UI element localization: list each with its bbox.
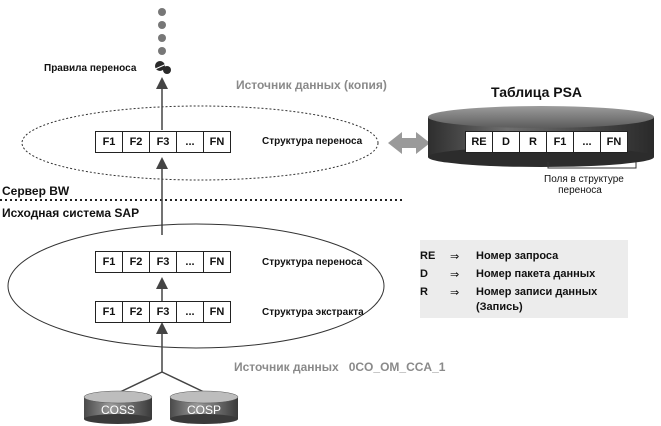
field-cell: FN <box>203 131 231 153</box>
field-cell: ... <box>176 131 204 153</box>
arrow-from-coss <box>119 371 163 393</box>
bw-server-label: Сервер BW <box>2 184 70 198</box>
extract-structure-label: Структура экстракта <box>262 307 364 318</box>
copy-datasource-ellipse <box>21 105 379 181</box>
field-cell: FN <box>203 301 231 323</box>
copy-datasource-label: Источник данных (копия) <box>236 78 387 92</box>
extract-structure: F1 F2 F3 ... FN <box>95 301 231 323</box>
field-cell: ... <box>176 301 204 323</box>
data-source-label: Источник данных 0CO_OM_CCA_1 <box>234 360 446 374</box>
psa-field-cell: FN <box>600 131 628 153</box>
field-cell: F1 <box>95 251 123 273</box>
coss-database-icon <box>83 390 153 424</box>
legend-box: RE ⇒ Номер запроса D ⇒ Номер пакета данн… <box>420 240 628 318</box>
field-cell: F2 <box>122 131 150 153</box>
field-cell: FN <box>203 251 231 273</box>
bw-transfer-structure: F1 F2 F3 ... FN <box>95 131 231 153</box>
implies-arrow-icon: ⇒ <box>450 251 460 263</box>
legend-note: (Запись) <box>476 301 523 313</box>
field-cell: F3 <box>149 131 177 153</box>
implies-arrow-icon: ⇒ <box>450 287 460 299</box>
field-cell: F1 <box>95 301 123 323</box>
implies-arrow-icon: ⇒ <box>450 269 460 281</box>
source-transfer-structure: F1 F2 F3 ... FN <box>95 251 231 273</box>
source-system-ellipse <box>7 223 385 349</box>
coss-label: COSS <box>100 403 135 417</box>
field-cell: F2 <box>122 301 150 323</box>
transfer-rules-label: Правила переноса <box>44 63 137 74</box>
fields-in-structure-label: Поля в структуре переноса <box>544 174 624 196</box>
psa-field-cell: F1 <box>546 131 574 153</box>
source-transfer-structure-label: Структура переноса <box>262 257 363 268</box>
psa-field-cell: ... <box>573 131 601 153</box>
psa-fields: RE D R F1 ... FN <box>465 131 628 153</box>
psa-field-cell: D <box>492 131 520 153</box>
psa-field-cell: R <box>519 131 547 153</box>
cosp-database-icon <box>169 390 239 424</box>
data-source-name: 0CO_OM_CCA_1 <box>348 360 446 374</box>
transfer-rules-icon <box>152 61 172 74</box>
arrow-from-cosp <box>161 371 205 393</box>
field-cell: F3 <box>149 301 177 323</box>
continuation-dots <box>158 8 166 55</box>
psa-field-cell: RE <box>465 131 493 153</box>
sap-source-system-label: Исходная система SAP <box>2 206 140 220</box>
field-cell: ... <box>176 251 204 273</box>
field-cell: F1 <box>95 131 123 153</box>
fields-bracket <box>547 162 637 169</box>
cosp-label: COSP <box>186 403 221 417</box>
double-arrow-icon <box>388 132 430 154</box>
field-cell: F2 <box>122 251 150 273</box>
bw-transfer-structure-label: Структура переноса <box>262 136 363 147</box>
field-cell: F3 <box>149 251 177 273</box>
psa-table-title: Таблица PSA <box>491 84 583 100</box>
